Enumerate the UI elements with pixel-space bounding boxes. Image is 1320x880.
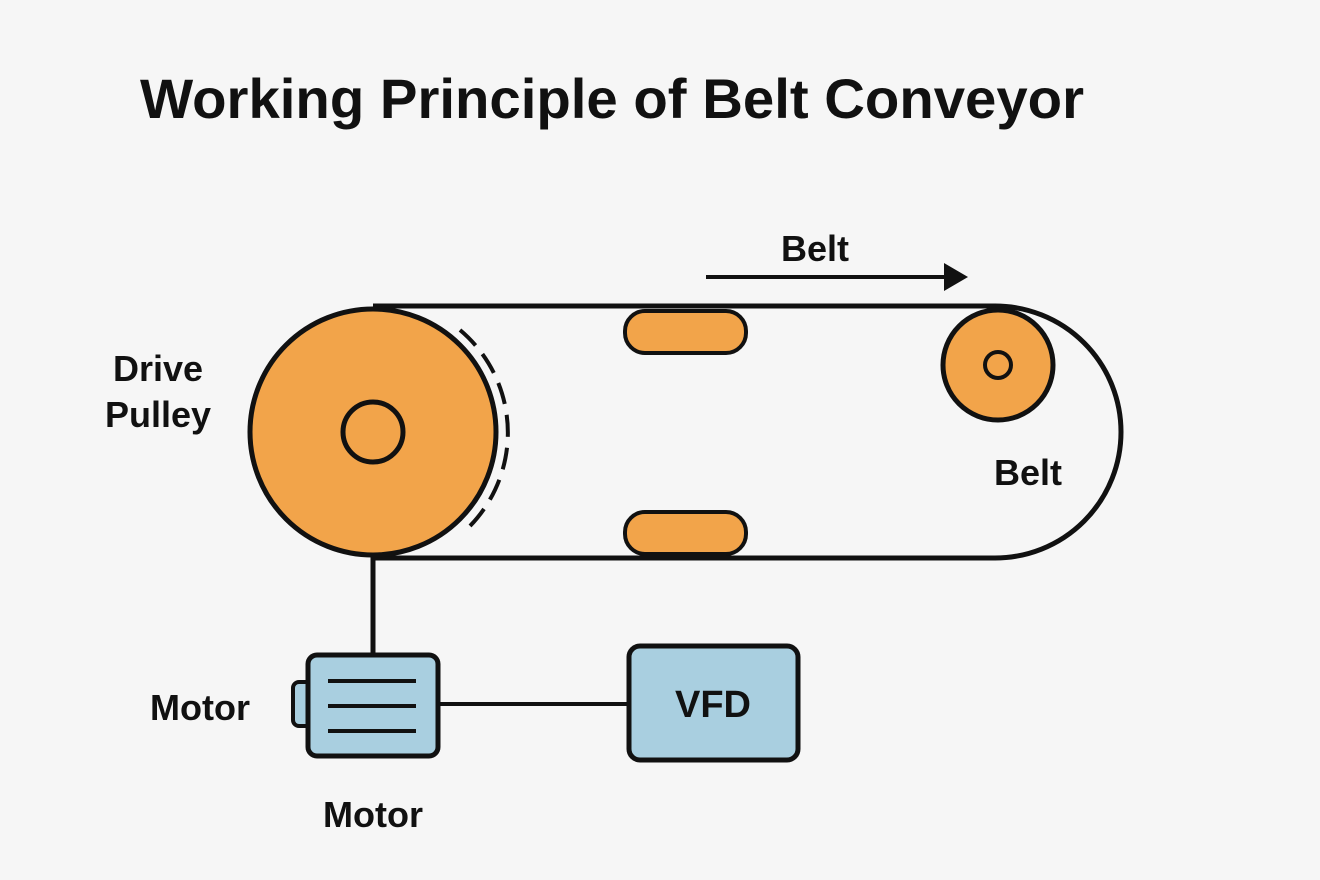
vfd-label: VFD	[675, 684, 751, 726]
idler-roller-bottom	[623, 510, 748, 556]
vfd-box	[626, 643, 801, 763]
right-arrow-icon	[706, 263, 968, 291]
belt-wrap-dashed-arc	[458, 328, 510, 530]
diagram-title: Working Principle of Belt Conveyor	[140, 67, 1084, 130]
drive-pulley-hub	[340, 399, 406, 465]
idler-roller-top	[623, 309, 748, 355]
conveyor-belt	[373, 303, 1124, 561]
drive-pulley-label-line2: Pulley	[105, 394, 211, 435]
motor-bottom-label: Motor	[323, 794, 423, 835]
motor-side-label: Motor	[150, 687, 250, 728]
belt-label: Belt	[994, 452, 1062, 493]
drive-pulley-label-line1: Drive	[113, 348, 203, 389]
belt-direction-label: Belt	[781, 228, 849, 269]
tail-pulley-hub	[983, 350, 1013, 380]
